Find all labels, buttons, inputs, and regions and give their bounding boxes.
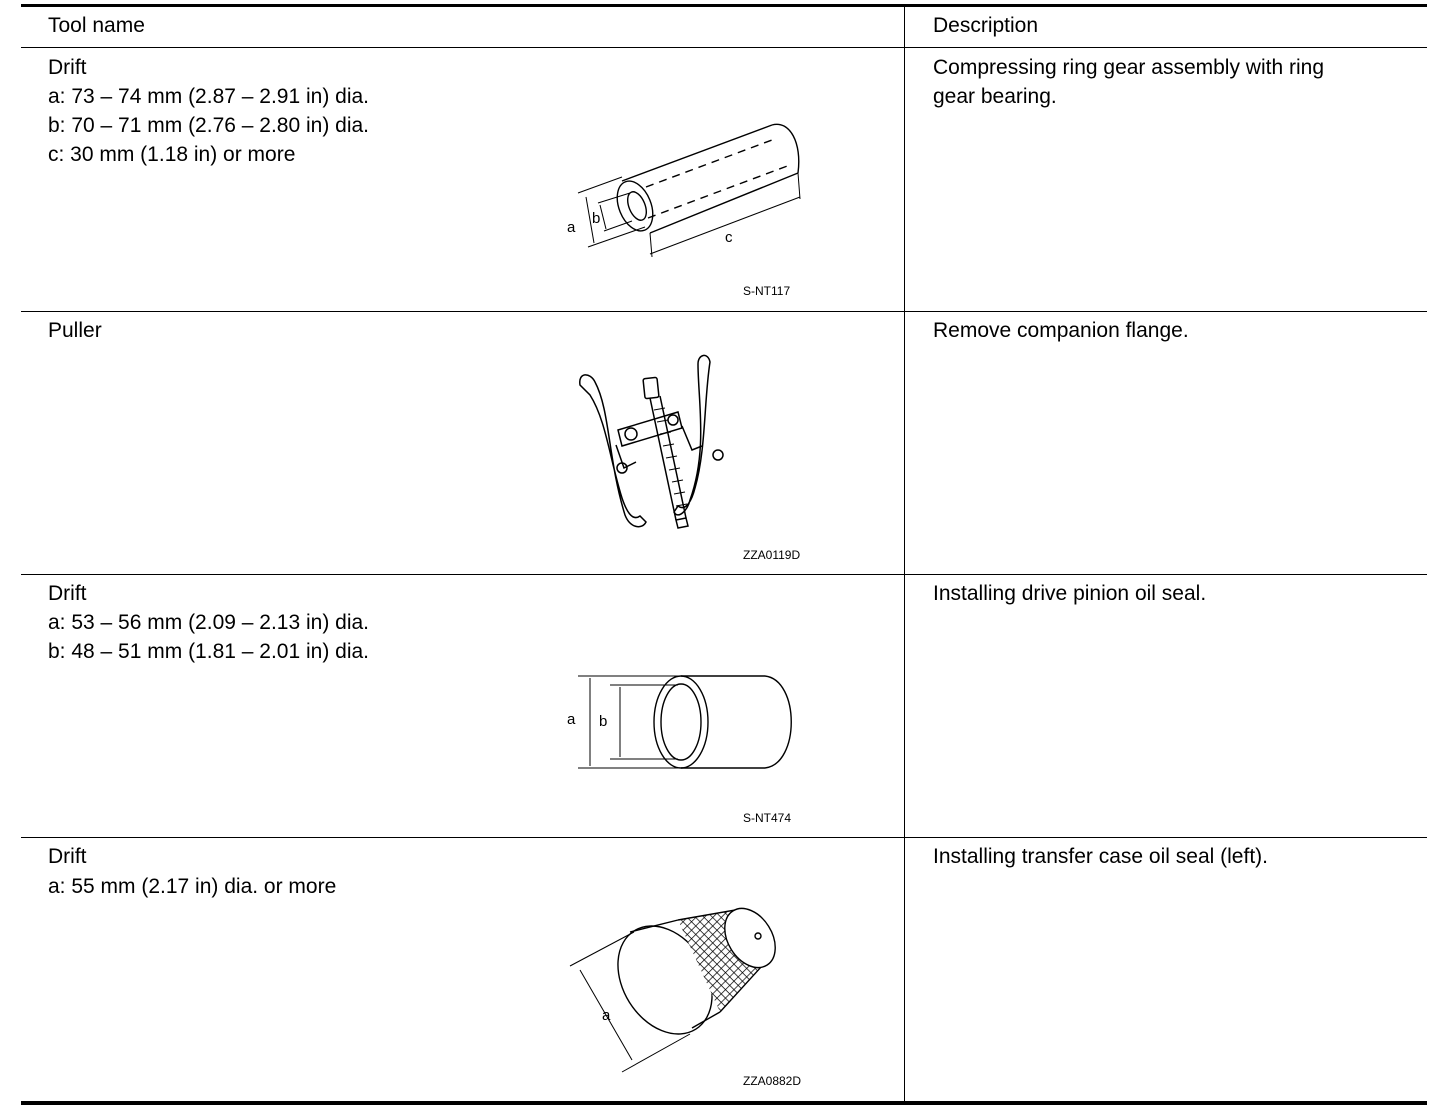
row-divider — [21, 837, 1427, 838]
tool-name: Drift — [48, 56, 87, 79]
drift-knurled-illustration: a — [569, 907, 776, 1073]
tool-spec: b: 48 – 51 mm (1.81 – 2.01 in) dia. — [48, 640, 370, 663]
figure-code: S-NT474 — [743, 811, 792, 825]
row-divider — [21, 574, 1427, 575]
column-divider — [904, 6, 905, 1102]
figure-label: a — [567, 219, 576, 236]
figure-code: S-NT117 — [743, 284, 791, 298]
figure-label: b — [592, 210, 600, 227]
description-text: Installing transfer case oil seal (left)… — [933, 845, 1268, 868]
figure-code: ZZA0119D — [743, 548, 801, 562]
header-description: Description — [933, 14, 1039, 37]
tool-spec: c: 30 mm (1.18 in) or more — [48, 143, 296, 166]
tool-spec: b: 70 – 71 mm (2.76 – 2.80 in) dia. — [48, 114, 370, 137]
tool-spec: a: 55 mm (2.17 in) dia. or more — [48, 875, 337, 898]
row-divider — [21, 311, 1427, 312]
puller-illustration — [579, 354, 724, 529]
drift-cylinder-illustration: a b — [567, 675, 792, 769]
tool-name: Puller — [48, 319, 102, 342]
tool-spec: a: 53 – 56 mm (2.09 – 2.13 in) dia. — [48, 611, 370, 634]
table-top-rule — [21, 4, 1427, 7]
table-bottom-rule — [21, 1101, 1427, 1105]
header-tool-name: Tool name — [48, 14, 145, 37]
drift-tube-illustration: a b c — [567, 123, 801, 258]
figure-label: a — [602, 1007, 611, 1024]
figure-code: ZZA0882D — [743, 1074, 802, 1088]
description-text: Installing drive pinion oil seal. — [933, 582, 1207, 605]
header-divider — [21, 47, 1427, 48]
description-text: Remove companion flange. — [933, 319, 1189, 342]
tool-spec: a: 73 – 74 mm (2.87 – 2.91 in) dia. — [48, 85, 370, 108]
tool-name: Drift — [48, 582, 87, 605]
figure-label: a — [567, 711, 576, 728]
description-text: Compressing ring gear assembly with ring — [933, 56, 1324, 79]
tool-name: Drift — [48, 845, 87, 868]
figure-label: c — [725, 229, 733, 246]
description-text: gear bearing. — [933, 85, 1057, 108]
figure-label: b — [599, 713, 607, 730]
